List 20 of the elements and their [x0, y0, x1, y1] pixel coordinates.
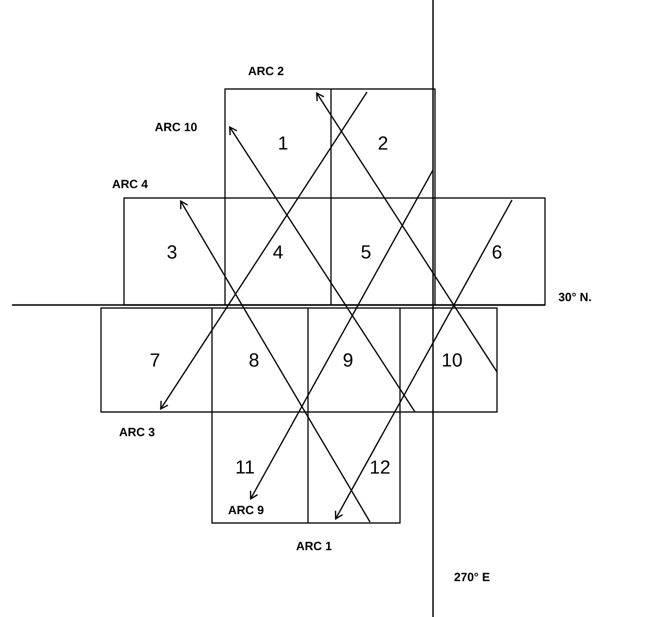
- zone-number: 9: [344, 353, 352, 367]
- track-label: ARC 2: [248, 66, 284, 76]
- track-label: ARC 10: [155, 122, 197, 132]
- track-label: ARC 4: [112, 180, 148, 188]
- zone-number: 2: [378, 136, 388, 150]
- track-label: ARC 1: [296, 542, 332, 550]
- zone-number: 10: [442, 353, 462, 367]
- track-label: 270° E: [454, 572, 490, 582]
- zone-number: 5: [362, 245, 370, 259]
- zone-number: 4: [273, 246, 283, 258]
- track-label: ARC 9: [228, 506, 264, 514]
- zone-number: 3: [167, 245, 176, 259]
- zone-number: 1: [279, 136, 288, 150]
- zone-number: 7: [150, 354, 160, 366]
- zone-number: 11: [236, 460, 254, 474]
- track-label: ARC 3: [119, 428, 154, 436]
- zone-number: 12: [370, 460, 390, 474]
- zone-number: 8: [250, 353, 258, 367]
- zone-number: 6: [492, 245, 502, 259]
- track-label: 30° N.: [558, 292, 591, 302]
